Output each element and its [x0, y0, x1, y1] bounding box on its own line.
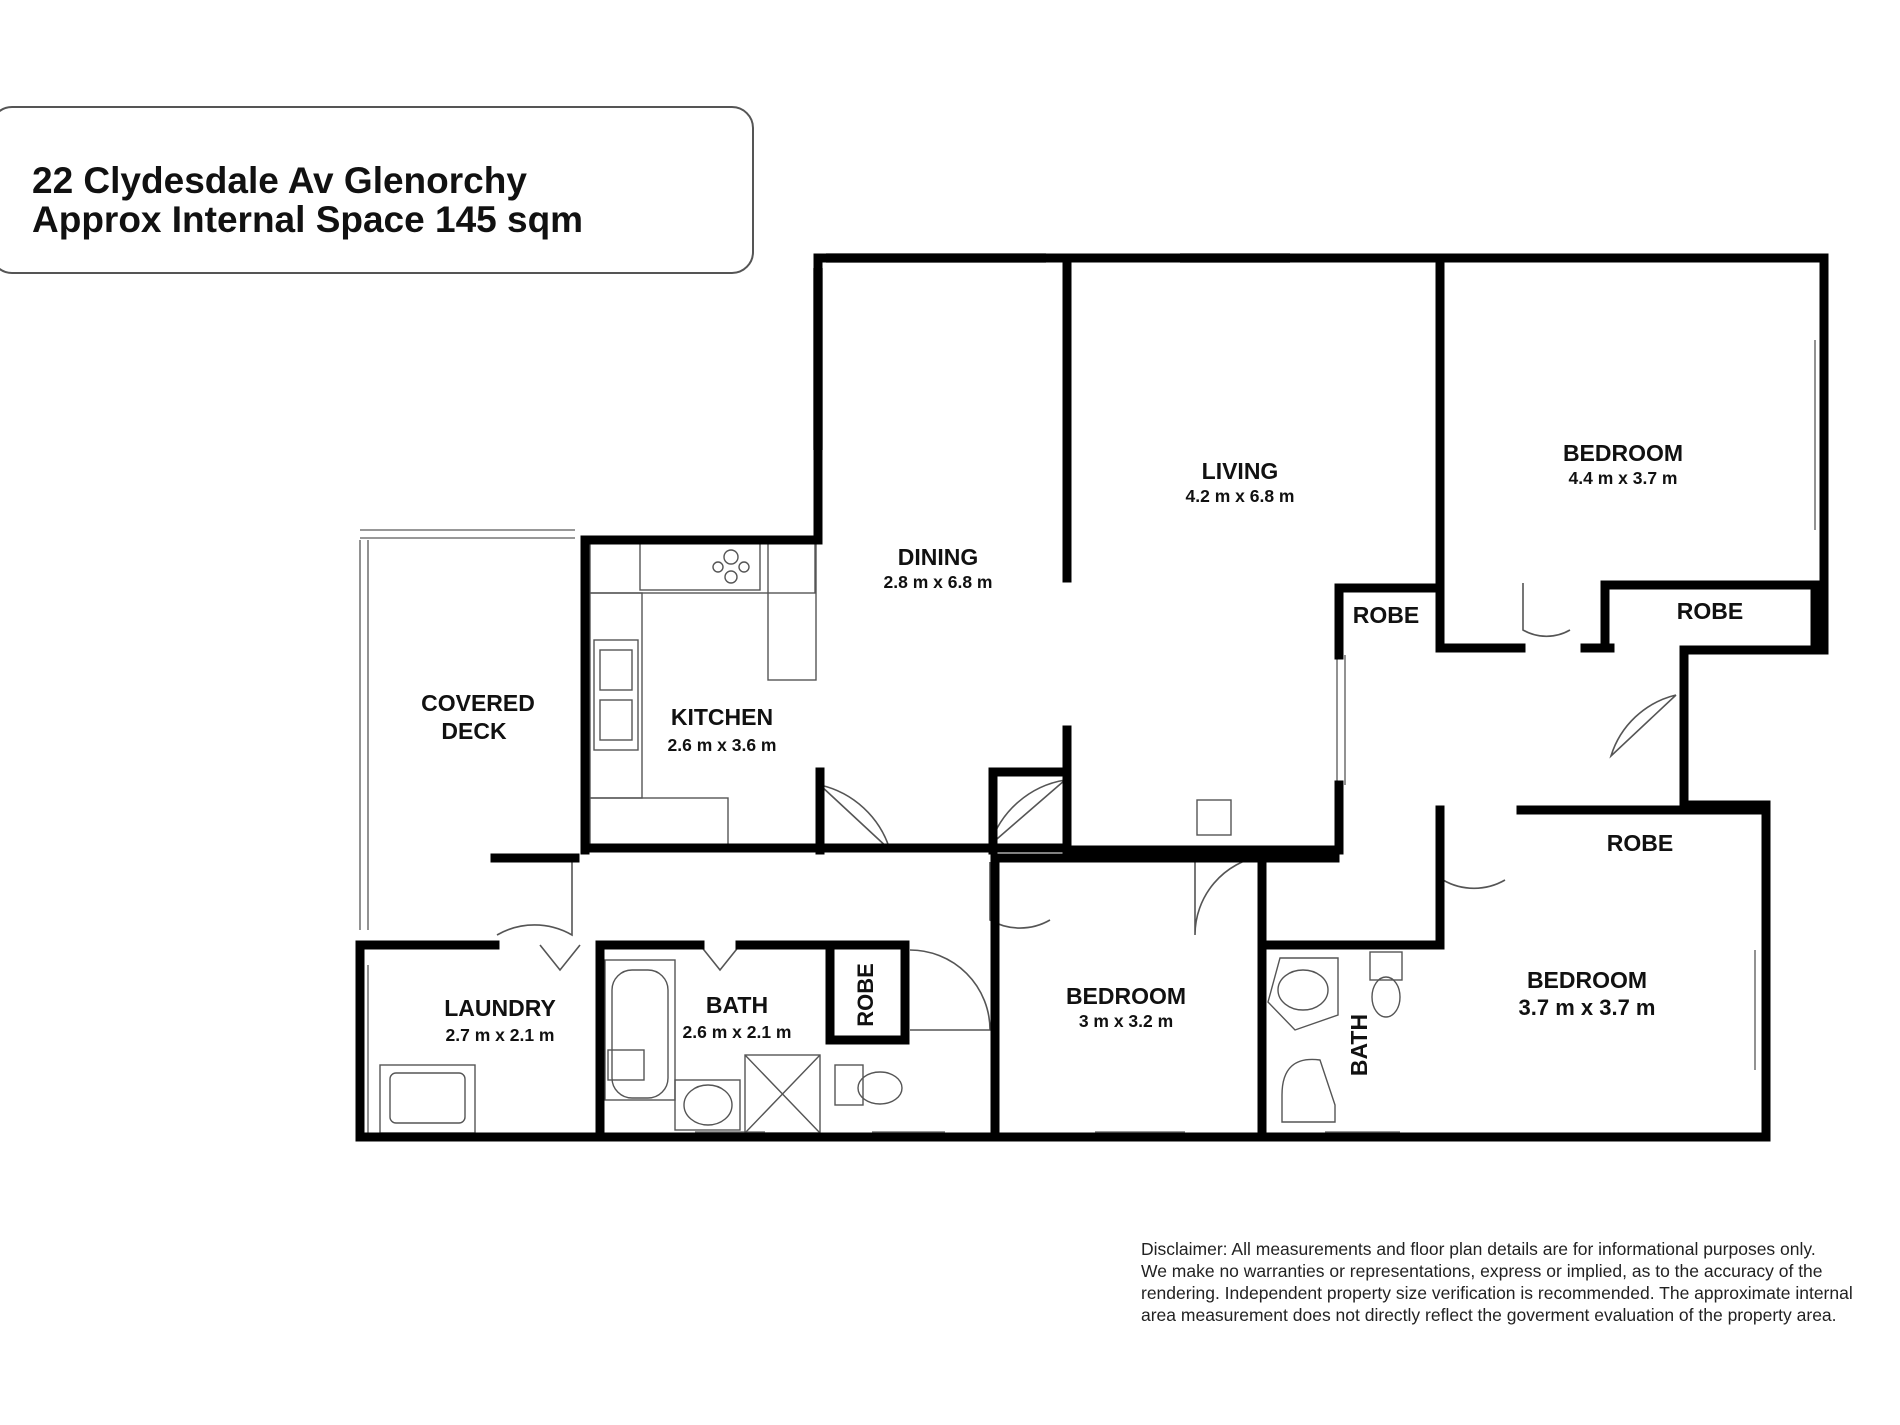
title-box: [0, 106, 754, 274]
ensuite-basin: [1281, 1058, 1336, 1123]
laundry-size: 2.7 m x 2.1 m: [446, 1025, 555, 1045]
disclaimer-line: area measurement does not directly refle…: [1141, 1305, 1837, 1325]
robe-bed3-label: ROBE: [1607, 830, 1673, 856]
room-labels: DINING 2.8 m x 6.8 m LIVING 4.2 m x 6.8 …: [421, 440, 1743, 1076]
living-size: 4.2 m x 6.8 m: [1186, 486, 1295, 506]
bath-main-label: BATH: [706, 992, 768, 1018]
laundry-tub: [389, 1072, 466, 1124]
disclaimer: Disclaimer: All measurements and floor p…: [1141, 1238, 1900, 1326]
bedroom-2-label: BEDROOM: [1066, 983, 1186, 1009]
covered-deck-label-1: COVERED: [421, 690, 535, 716]
dining-label: DINING: [898, 544, 979, 570]
dining-size: 2.8 m x 6.8 m: [884, 572, 993, 592]
bath-main-size: 2.6 m x 2.1 m: [683, 1022, 792, 1042]
kitchen-size: 2.6 m x 3.6 m: [668, 735, 777, 755]
laundry-label: LAUNDRY: [444, 995, 556, 1021]
bath-ensuite-label: BATH: [1346, 1014, 1372, 1076]
bathtub: [611, 969, 669, 1099]
walls: [355, 253, 1829, 1142]
doors: [496, 583, 1677, 1031]
bedroom-3-size: 3.7 m x 3.7 m: [1519, 995, 1656, 1020]
robe-main-label: ROBE: [1677, 598, 1743, 624]
basin: [683, 1084, 733, 1126]
bedroom-main-size: 4.4 m x 3.7 m: [1569, 468, 1678, 488]
robe-living-label: ROBE: [1353, 602, 1419, 628]
ensuite-toilet: [1371, 976, 1401, 1018]
bedroom-3-label: BEDROOM: [1527, 967, 1647, 993]
bedroom-2-size: 3 m x 3.2 m: [1079, 1011, 1173, 1031]
disclaimer-line: rendering. Independent property size ver…: [1141, 1283, 1853, 1303]
bedroom-main-label: BEDROOM: [1563, 440, 1683, 466]
kitchen-sink: [593, 639, 639, 751]
living-label: LIVING: [1202, 458, 1279, 484]
cooktop: [639, 539, 761, 591]
disclaimer-line: Disclaimer: All measurements and floor p…: [1141, 1239, 1816, 1259]
property-address: 22 Clydesdale Av Glenorchy: [32, 160, 527, 201]
covered-deck-label-2: DECK: [441, 718, 507, 744]
corner-bath: [1267, 957, 1339, 1031]
robe-hall-label: ROBE: [853, 963, 878, 1027]
kitchen-label: KITCHEN: [671, 704, 773, 730]
internal-area: Approx Internal Space 145 sqm: [32, 199, 584, 240]
disclaimer-line: We make no warranties or representations…: [1141, 1261, 1823, 1281]
toilet: [857, 1071, 903, 1105]
